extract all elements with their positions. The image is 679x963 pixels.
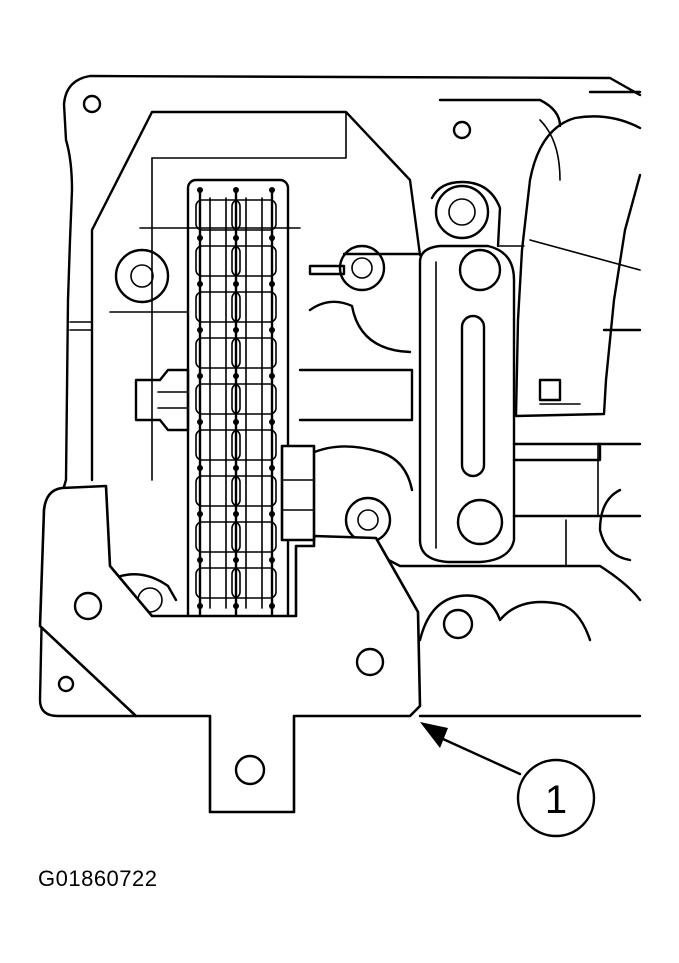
engine-block-outline (38, 74, 642, 718)
chain-pins (197, 187, 275, 609)
lower-housing (308, 442, 642, 642)
timing-chain (186, 178, 290, 626)
callout-number: 1 (545, 778, 567, 822)
chain-case (69, 110, 422, 613)
figure-code: G01860722 (38, 866, 158, 891)
callout-1: 1 (516, 758, 596, 838)
right-cover-area (308, 90, 642, 354)
tensioner-arm (418, 244, 516, 564)
holding-tool-plate (38, 444, 422, 814)
chain-links (195, 199, 277, 599)
chain-guide (514, 115, 642, 418)
callout-arrow (420, 722, 522, 776)
